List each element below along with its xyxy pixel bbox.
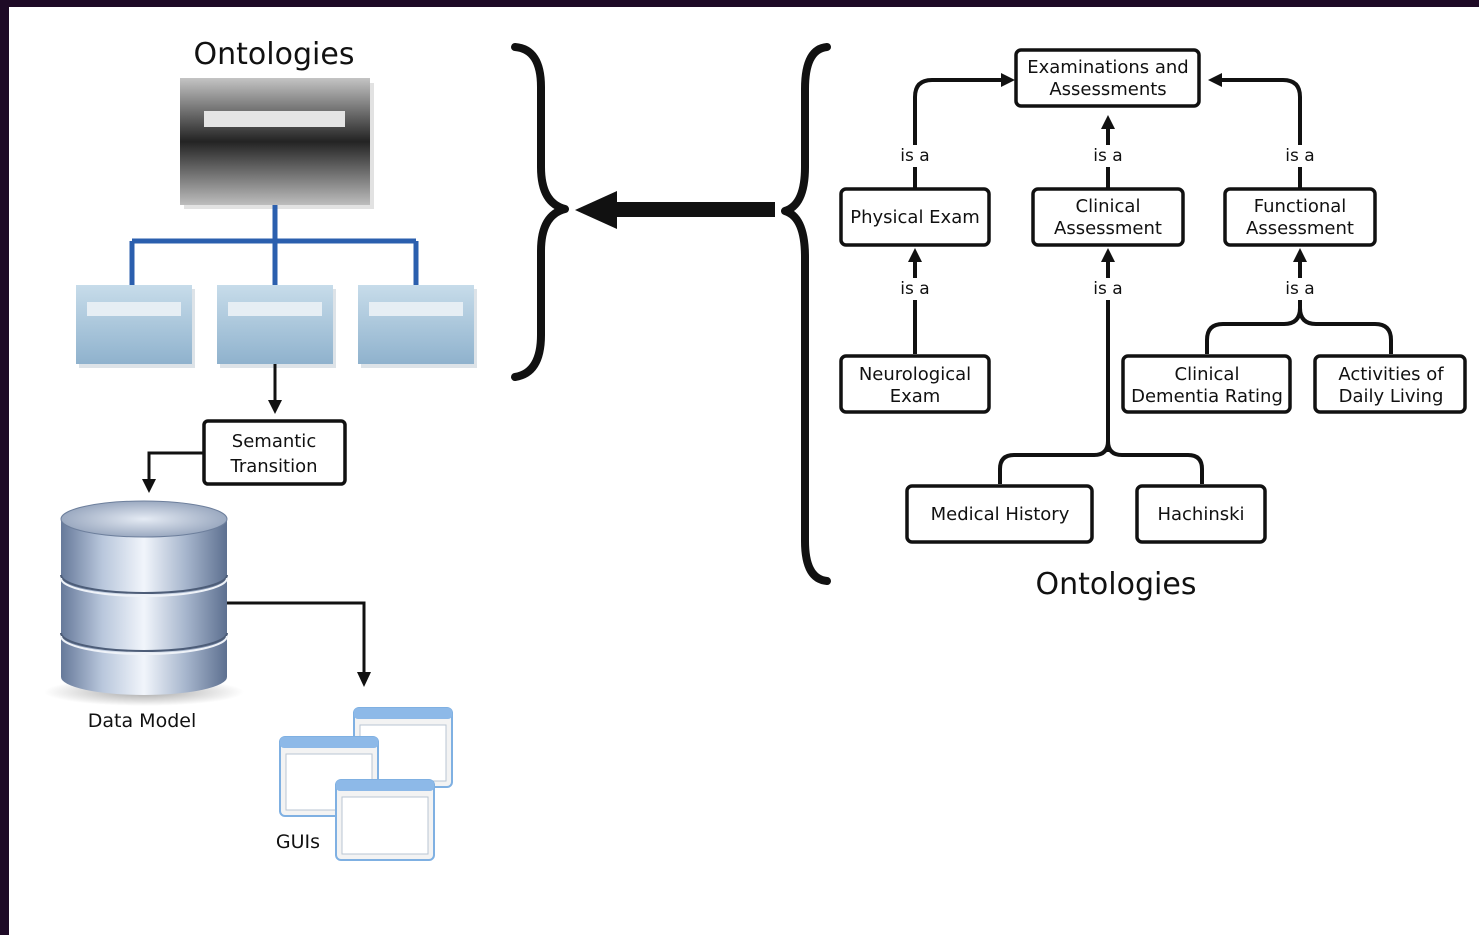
arrow-to-data-model: [142, 451, 204, 493]
svg-text:Exam: Exam: [890, 386, 941, 407]
svg-text:Clinical: Clinical: [1076, 196, 1141, 217]
svg-text:Neurological: Neurological: [859, 364, 971, 385]
guis-label: GUIs: [276, 831, 320, 853]
big-left-arrow: [575, 191, 775, 229]
right-ontologies-caption: Ontologies: [1036, 567, 1197, 602]
svg-text:Activities of: Activities of: [1338, 364, 1444, 385]
svg-text:Daily Living: Daily Living: [1339, 386, 1444, 407]
arrow-to-guis: [227, 601, 371, 687]
svg-text:is a: is a: [900, 146, 929, 166]
svg-text:Assessments: Assessments: [1049, 79, 1166, 100]
svg-text:is a: is a: [1285, 279, 1314, 299]
svg-text:Examinations and: Examinations and: [1027, 57, 1188, 78]
svg-text:is a: is a: [900, 279, 929, 299]
node-hachinski: Hachinski: [1135, 484, 1267, 544]
is-a-label: is a: [1280, 145, 1320, 167]
node-activities-daily-living: Activities of Daily Living: [1313, 354, 1467, 414]
child-ontology-box: [217, 285, 336, 368]
ontology-diagram: Ontologies Semantic Transition: [44, 37, 1467, 861]
svg-text:Assessment: Assessment: [1246, 218, 1354, 239]
node-neurological-exam: Neurological Exam: [839, 354, 991, 414]
right-curly-brace: [511, 43, 569, 381]
node-medical-history: Medical History: [905, 484, 1094, 544]
child-ontology-box: [358, 285, 477, 368]
svg-text:is a: is a: [1285, 146, 1314, 166]
semantic-transition-line1: Semantic: [232, 431, 316, 452]
parent-ontology-box: [180, 78, 374, 209]
is-a-label: is a: [1280, 278, 1320, 300]
svg-text:Assessment: Assessment: [1054, 218, 1162, 239]
node-examinations-assessments: Examinations and Assessments: [1014, 48, 1201, 108]
tree-connectors: [908, 73, 1393, 484]
hierarchy-connector: [129, 205, 419, 288]
svg-text:is a: is a: [1093, 146, 1122, 166]
svg-text:is a: is a: [1093, 279, 1122, 299]
is-a-label: is a: [895, 145, 935, 167]
semantic-transition-box: Semantic Transition: [202, 419, 347, 486]
database-icon: [44, 500, 244, 706]
gui-window-icon: [335, 779, 435, 861]
data-model-label: Data Model: [88, 710, 196, 732]
svg-text:Clinical: Clinical: [1175, 364, 1240, 385]
is-a-label: is a: [1088, 278, 1128, 300]
left-ontologies-title: Ontologies: [194, 37, 355, 72]
node-clinical-dementia-rating: Clinical Dementia Rating: [1121, 354, 1292, 414]
is-a-label: is a: [1088, 145, 1128, 167]
svg-text:Dementia Rating: Dementia Rating: [1131, 386, 1283, 407]
is-a-label: is a: [895, 278, 935, 300]
node-functional-assessment: Functional Assessment: [1223, 187, 1377, 247]
left-curly-brace: [781, 43, 831, 585]
diagram-canvas: Ontologies Semantic Transition: [9, 7, 1479, 935]
svg-text:Medical History: Medical History: [931, 504, 1070, 525]
node-physical-exam: Physical Exam: [839, 187, 991, 247]
child-ontology-box: [76, 285, 195, 368]
semantic-transition-line2: Transition: [229, 456, 317, 477]
svg-text:Functional: Functional: [1254, 196, 1347, 217]
svg-text:Hachinski: Hachinski: [1157, 504, 1244, 525]
node-clinical-assessment: Clinical Assessment: [1031, 187, 1185, 247]
svg-text:Physical Exam: Physical Exam: [850, 207, 980, 228]
arrow-to-semantic-transition: [268, 364, 282, 414]
